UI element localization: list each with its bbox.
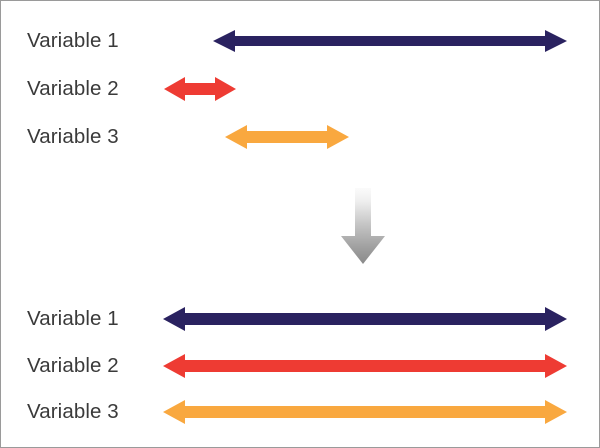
double-arrow-shape xyxy=(213,30,567,52)
before-row-variable-2: Variable 2 xyxy=(1,72,599,106)
double-arrow-shape xyxy=(163,400,567,424)
double-arrow-shape xyxy=(164,77,236,101)
after-arrow-variable-3 xyxy=(163,400,567,424)
transition-arrow xyxy=(337,184,389,268)
after-row-variable-1: Variable 1 xyxy=(1,302,599,336)
before-row-variable-3: Variable 3 xyxy=(1,120,599,154)
before-label-variable-3: Variable 3 xyxy=(27,125,119,148)
after-label-variable-2: Variable 2 xyxy=(27,354,119,377)
before-label-variable-2: Variable 2 xyxy=(27,77,119,100)
double-arrow-shape xyxy=(225,125,349,149)
after-row-variable-2: Variable 2 xyxy=(1,349,599,383)
before-row-variable-1: Variable 1 xyxy=(1,24,599,58)
transition-arrow-icon xyxy=(341,188,385,264)
double-arrow-shape xyxy=(163,307,567,331)
after-arrow-variable-1 xyxy=(163,307,567,331)
down-arrow-shape xyxy=(341,188,385,264)
double-arrow-shape xyxy=(163,354,567,378)
after-label-variable-3: Variable 3 xyxy=(27,400,119,423)
before-label-variable-1: Variable 1 xyxy=(27,29,119,52)
before-arrow-variable-3 xyxy=(225,125,349,149)
after-row-variable-3: Variable 3 xyxy=(1,395,599,429)
after-label-variable-1: Variable 1 xyxy=(27,307,119,330)
after-arrow-variable-2 xyxy=(163,354,567,378)
before-arrow-variable-1 xyxy=(213,30,567,52)
before-arrow-variable-2 xyxy=(164,77,236,101)
